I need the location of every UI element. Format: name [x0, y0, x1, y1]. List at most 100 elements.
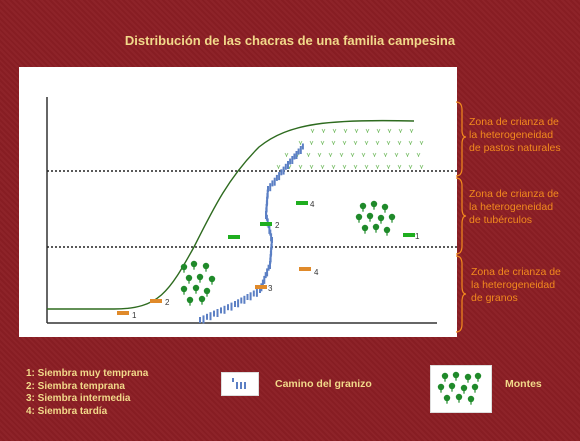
grass-mark [408, 164, 413, 169]
hail-mark [263, 275, 266, 284]
grass-mark [397, 164, 402, 169]
hail-mark [243, 295, 246, 304]
tree-icon [455, 393, 463, 403]
hail-mark [237, 299, 240, 308]
hail-mark [213, 310, 215, 317]
grass-mark [386, 164, 391, 169]
plot-label: 2 [165, 298, 170, 307]
plot-2-mid [260, 222, 272, 226]
grass-mark [343, 128, 348, 133]
hail-mark [265, 211, 267, 219]
tree-icon [190, 260, 198, 270]
hail-mark [220, 307, 222, 314]
tree-icon [185, 274, 193, 284]
hail-mark [216, 309, 219, 317]
diagram-panel: 1 2 3 4 2 1 4 [19, 67, 457, 337]
hail-mark [249, 292, 252, 301]
grass-mark [320, 164, 325, 169]
tree-icon [202, 262, 210, 272]
hail-mark [266, 196, 269, 205]
bracket-grains [455, 255, 467, 333]
plot-label: 4 [310, 200, 315, 209]
slide-title: Distribución de las chacras de una famil… [124, 33, 456, 48]
tree-icon [437, 383, 445, 393]
grass-mark [408, 140, 413, 145]
hail-mark [206, 313, 208, 320]
hail-mark [270, 233, 273, 242]
grass-mark [419, 140, 424, 145]
tree-icon [383, 226, 391, 236]
grass-mark [309, 164, 314, 169]
grass-mark [310, 128, 315, 133]
altitude-curve [47, 119, 415, 310]
grass-mark [320, 140, 325, 145]
grass-mark [350, 152, 355, 157]
grass-mark [398, 128, 403, 133]
forest-legend-swatch [430, 365, 492, 413]
zone-label-grains: Zona de crianza de la heterogeneidad de … [471, 266, 561, 304]
hail-mark [268, 225, 271, 234]
tree-icon [452, 371, 460, 381]
plot-3 [255, 285, 267, 289]
grass-mark [419, 164, 424, 169]
hail-mark [199, 317, 201, 323]
natural-pastures [276, 128, 424, 169]
grass-mark [405, 152, 410, 157]
hail-mark [269, 261, 271, 269]
hail-mark [270, 240, 273, 249]
hail-mark [252, 290, 255, 297]
tree-icon [196, 273, 204, 283]
tree-icon [208, 275, 216, 285]
hail-mark [255, 288, 258, 297]
tree-icon [192, 284, 200, 294]
hail-mark [297, 148, 300, 155]
hail-mark [284, 163, 287, 170]
hail-mark [246, 294, 249, 300]
tree-icon [180, 285, 188, 295]
grass-mark [372, 152, 377, 157]
tree-icon [437, 371, 482, 405]
hail-mark [223, 305, 226, 314]
hail-mark [230, 302, 233, 311]
forests [180, 200, 396, 306]
hail-mark [287, 161, 289, 169]
tree-icon [467, 395, 475, 405]
hail-icon [232, 378, 246, 389]
grass-mark [328, 152, 333, 157]
grass-mark [376, 128, 381, 133]
grass-mark [342, 164, 347, 169]
plot-label: 1 [415, 232, 420, 241]
tree-icon [198, 295, 206, 305]
grass-mark [332, 128, 337, 133]
grass-mark [353, 140, 358, 145]
hail-mark [282, 166, 285, 175]
grass-mark [353, 164, 358, 169]
hail-mark [259, 287, 261, 293]
hail-mark [269, 254, 272, 263]
grass-mark [409, 128, 414, 133]
grass-mark [383, 152, 388, 157]
plot-right [403, 233, 415, 237]
grass-mark [416, 152, 421, 157]
sowing-legend: 1: Siembra muy temprana 2: Siembra tempr… [26, 368, 149, 417]
plot-label: 3 [268, 284, 273, 293]
grass-mark [394, 152, 399, 157]
tree-icon [471, 383, 479, 393]
hail-mark [295, 151, 298, 159]
grass-mark [387, 128, 392, 133]
tree-icon [359, 202, 367, 212]
grass-mark [375, 164, 380, 169]
plot-label: 1 [132, 311, 137, 320]
tree-icon [464, 373, 472, 383]
plot-4-low [299, 267, 311, 271]
hail-mark [265, 203, 268, 212]
grass-mark [375, 140, 380, 145]
hail-mark [267, 264, 270, 271]
tree-icon [361, 224, 369, 234]
hail-mark [271, 180, 274, 187]
hail-mark [293, 153, 296, 160]
tree-icon [180, 263, 188, 273]
grass-mark [309, 140, 314, 145]
grass-mark [298, 164, 303, 169]
